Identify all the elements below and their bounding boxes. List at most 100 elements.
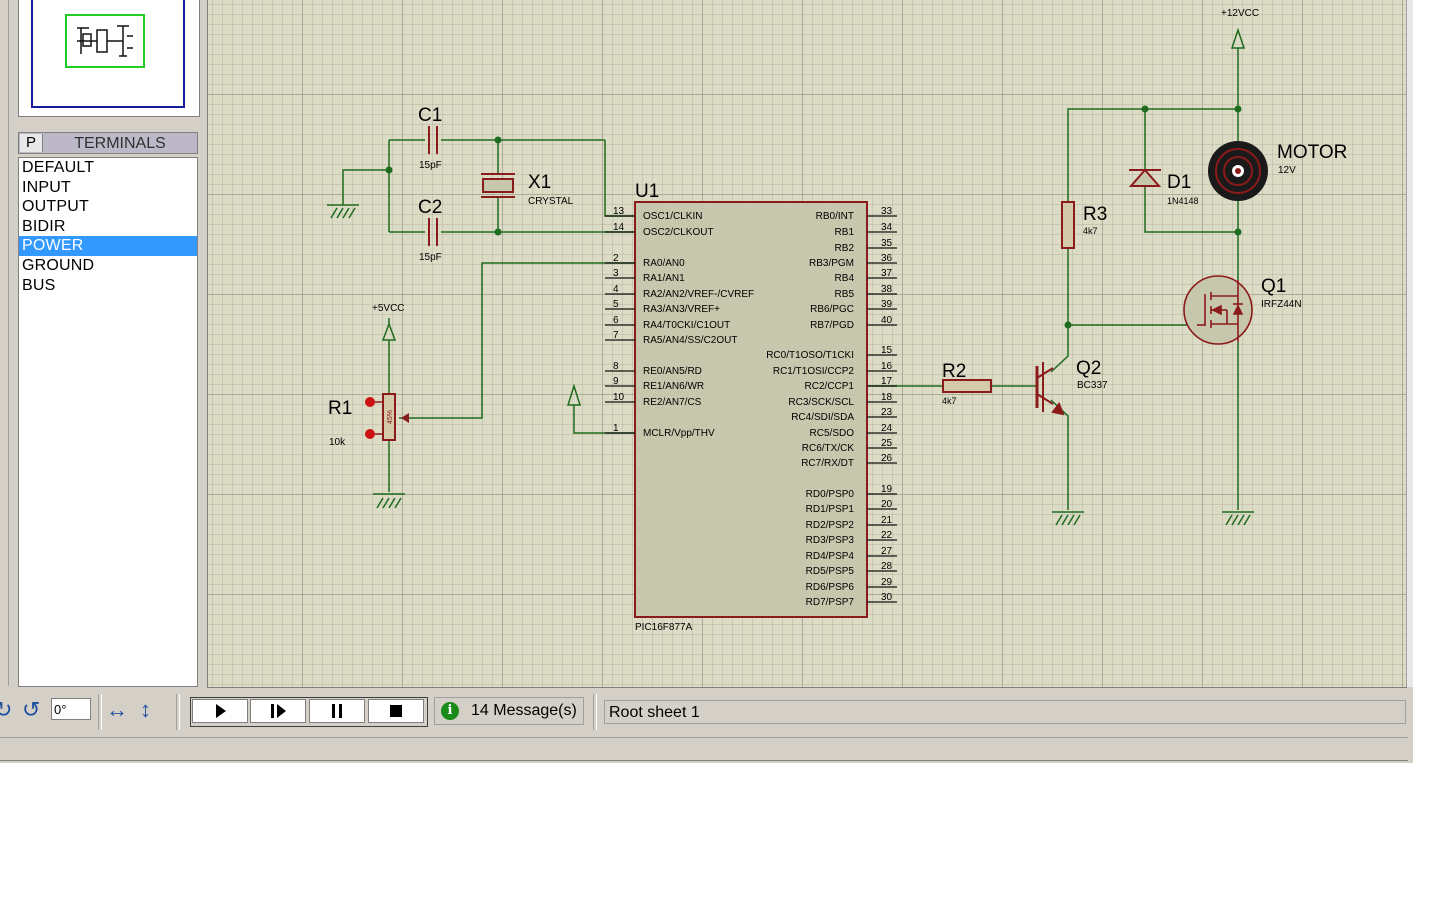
rotation-angle-field[interactable]: 0° [51,698,91,720]
u1-pin-name: RA5/AN4/SS/C2OUT [643,335,737,346]
sheet-name: Root sheet 1 [609,704,700,721]
d1-value: 1N4148 [1167,196,1199,206]
resistor-r3[interactable] [1061,201,1075,249]
c2-value: 15pF [419,252,442,263]
u1-pin-number: 16 [881,361,893,372]
terminal-list[interactable]: DEFAULT INPUT OUTPUT BIDIR POWER GROUND … [18,157,198,687]
mosfet-q1[interactable] [1183,275,1253,345]
motor[interactable] [1208,141,1268,201]
mirror-vertical-icon[interactable]: ↕ [140,697,151,722]
messages-indicator[interactable]: i 14 Message(s) [434,697,584,725]
potentiometer-r1[interactable] [365,393,409,441]
u1-pin-name: RC2/CCP1 [805,381,855,392]
capacitor-c1[interactable] [428,126,438,154]
play-button[interactable] [192,699,248,723]
pause-button[interactable] [309,699,365,723]
stop-button[interactable] [368,699,424,723]
crystal-x1[interactable] [481,173,515,198]
terminal-item-ground[interactable]: GROUND [22,256,95,274]
u1-pin-4[interactable]: 4 RA2/AN2/VREF-/CVREF [605,284,754,300]
vertical-scrollbar[interactable] [1406,0,1413,687]
terminal-item-bus[interactable]: BUS [22,276,56,294]
schematic-canvas[interactable]: +5VCC +12VCC C1 15pF C2 15pF X1 CRYST [207,0,1407,688]
u1-pin-number: 4 [613,284,619,295]
u1-ref: U1 [635,181,659,202]
u1-pin-name: OSC2/CLKOUT [643,227,714,238]
ground-symbol [1222,511,1254,526]
overview-viewport-frame[interactable] [31,0,185,108]
mirror-horizontal-icon[interactable]: ↔ [106,697,128,722]
rotate-clockwise-icon[interactable]: ↻ [0,697,13,722]
component-preview [65,14,145,68]
pick-devices-button[interactable]: P [20,134,43,152]
sheet-indicator[interactable]: Root sheet 1 [604,700,1406,724]
diode-d1[interactable] [1128,168,1162,187]
terminal-item-input[interactable]: INPUT [22,178,71,196]
step-button[interactable] [250,699,306,723]
terminals-title: TERMINALS [74,135,166,152]
u1-pin-number: 29 [881,577,893,588]
stop-icon [390,705,402,717]
u1-pin-name: RD1/PSP1 [806,504,855,515]
ground-symbol [373,493,405,509]
overview-window[interactable] [18,0,200,117]
terminal-item-bidir[interactable]: BIDIR [22,217,66,235]
u1-pin-number: 5 [613,299,619,310]
capacitor-c2[interactable] [428,218,438,246]
mode-toolbar[interactable] [0,0,9,686]
u1-pin-14[interactable]: 14 OSC2/CLKOUT [605,222,714,238]
terminal-item-output[interactable]: OUTPUT [22,198,89,216]
u1-pin-number: 26 [881,453,893,464]
resistor-r2[interactable] [942,379,992,393]
u1-pin-name: RB6/PGC [810,304,854,315]
u1-pin-name: RA2/AN2/VREF-/CVREF [643,289,754,300]
terminal-item-power[interactable]: POWER [19,236,197,256]
terminal-item-default[interactable]: DEFAULT [22,159,95,176]
u1-pin-name: RD5/PSP5 [806,566,855,577]
u1-pin-number: 14 [613,222,625,233]
power-terminal-mclr[interactable] [566,383,582,406]
rotate-anticlockwise-icon[interactable]: ↺ [22,697,41,722]
pause-icon [332,704,342,718]
power-terminal-12v[interactable] [1230,27,1246,49]
power-terminal-5v[interactable] [381,318,397,341]
transistor-q2[interactable] [1035,362,1065,416]
r1-pot-value: 45% [387,410,394,424]
u1-pin-number: 40 [881,315,893,326]
